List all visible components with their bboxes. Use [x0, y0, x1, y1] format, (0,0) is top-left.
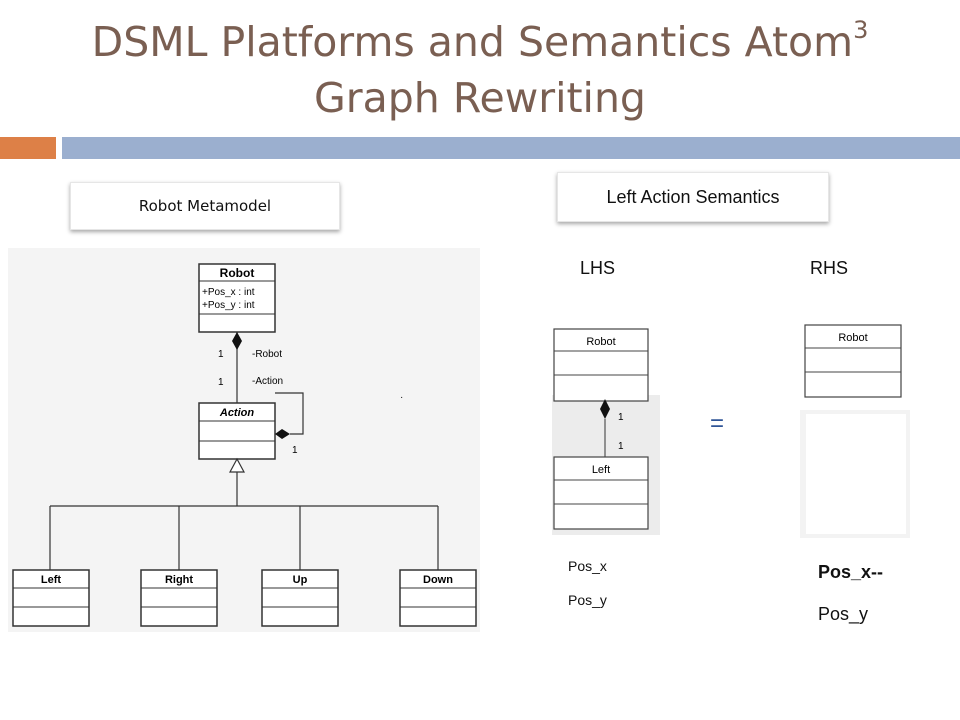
mult-robot: 1 [218, 349, 224, 360]
right-class-name: Right [165, 574, 193, 586]
robot-attr-pos-y: +Pos_y : int [202, 300, 255, 311]
uml-class-left: Left [12, 569, 90, 627]
up-class-name: Up [293, 574, 308, 586]
composition-diamond-icon [232, 332, 242, 350]
lhs-composition-diamond-icon [600, 399, 610, 419]
rhs-robot-name: Robot [838, 332, 867, 344]
role-action: -Action [252, 376, 283, 387]
left-action-semantics-callout: Left Action Semantics [557, 172, 829, 222]
uml-class-action: Action [198, 402, 276, 460]
self-composition-diamond-icon [275, 429, 290, 439]
action-self-association [275, 392, 304, 435]
left-action-semantics-label: Left Action Semantics [606, 186, 780, 207]
title-line-1: DSML Platforms and Semantics Atom [91, 18, 854, 66]
left-class-name: Left [41, 574, 62, 586]
robot-metamodel-label: Robot Metamodel [138, 197, 272, 215]
title-superscript: 3 [853, 16, 869, 44]
stray-dot: · [400, 392, 404, 403]
accent-bar-orange [0, 137, 56, 159]
title-line-2: Graph Rewriting [314, 74, 646, 122]
robot-class-name: Robot [220, 266, 255, 280]
down-class-name: Down [423, 574, 453, 586]
rhs-robot-node: Robot [804, 324, 902, 398]
rhs-attr-pos-x: Pos_x-- [818, 562, 884, 582]
lhs-left-name: Left [592, 464, 610, 476]
lhs-mult-top: 1 [618, 412, 624, 423]
lhs-pattern-diagram: Robot 1 1 Left [552, 328, 660, 535]
rhs-label: RHS [810, 258, 849, 278]
lhs-left-node: Left [553, 456, 649, 530]
lhs-attr-pos-x: Pos_x [568, 558, 607, 574]
slide-title: DSML Platforms and Semantics Atom3 Graph… [0, 14, 960, 126]
rhs-attr-pos-y: Pos_y [818, 604, 869, 624]
role-robot: -Robot [252, 349, 282, 360]
robot-metamodel-callout: Robot Metamodel [70, 182, 340, 230]
robot-attr-pos-x: +Pos_x : int [202, 287, 255, 298]
rhs-empty-area [806, 414, 906, 534]
uml-class-right: Right [140, 569, 218, 627]
uml-class-up: Up [261, 569, 339, 627]
mult-action: 1 [218, 377, 224, 388]
lhs-attr-pos-y: Pos_y [568, 592, 607, 608]
lhs-mult-bottom: 1 [618, 441, 624, 452]
robot-metamodel-diagram: Robot +Pos_x : int +Pos_y : int 1 -Robot… [8, 248, 480, 632]
uml-class-robot: Robot +Pos_x : int +Pos_y : int [198, 263, 276, 333]
equals-sign: = [710, 410, 725, 437]
mult-self: 1 [292, 445, 298, 456]
accent-bar-blue [62, 137, 960, 159]
lhs-label: LHS [580, 258, 616, 278]
action-class-name: Action [219, 407, 255, 419]
rhs-pattern-diagram: Robot [800, 324, 910, 538]
lhs-robot-name: Robot [586, 336, 615, 348]
uml-class-down: Down [399, 569, 477, 627]
lhs-robot-node: Robot [553, 328, 649, 402]
